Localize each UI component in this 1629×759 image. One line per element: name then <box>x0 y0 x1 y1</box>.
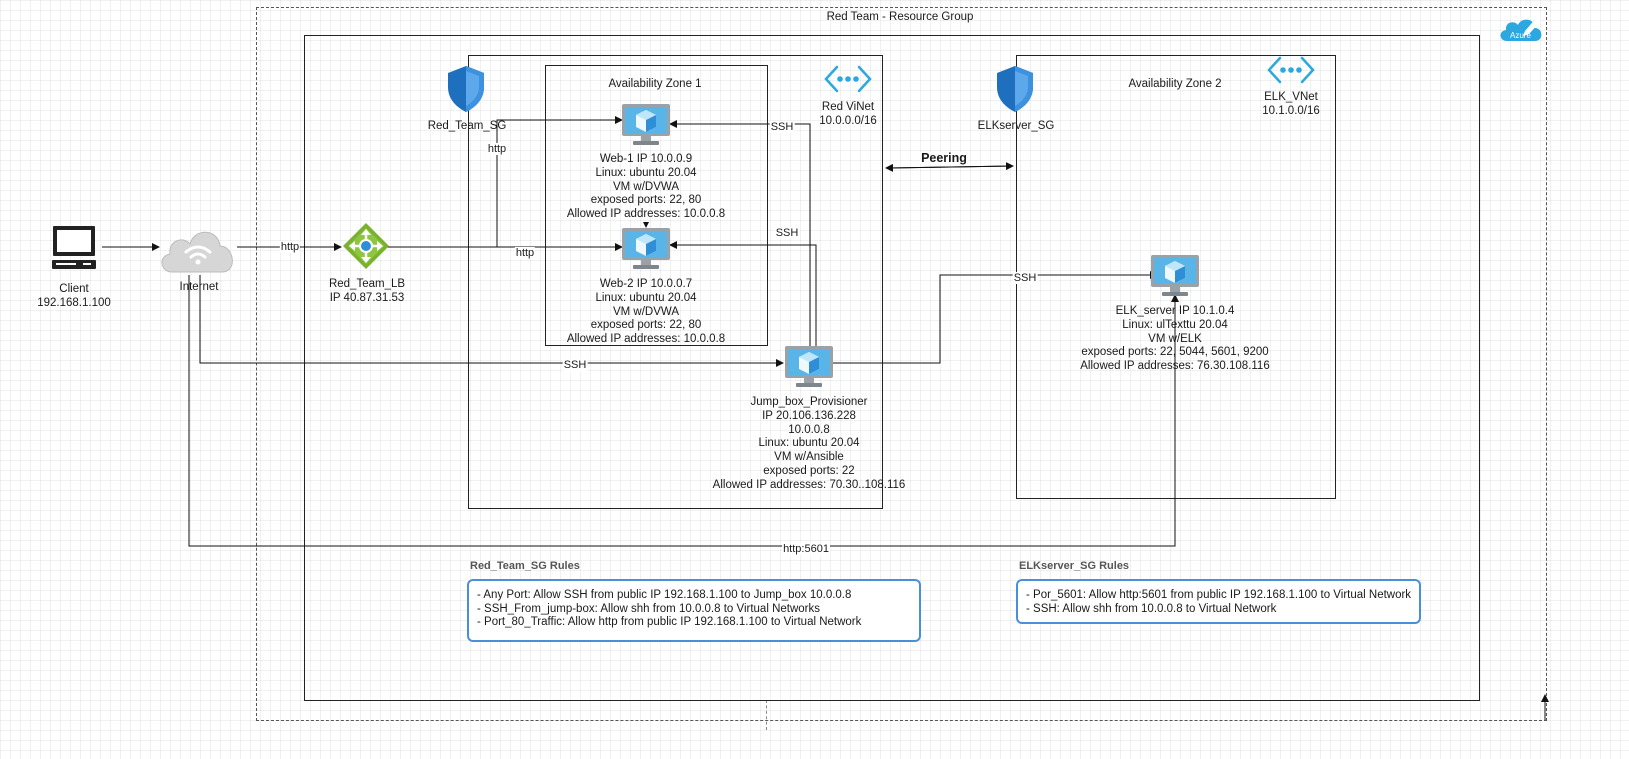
elk-server-label-line: Allowed IP addresses: 76.30.108.116 <box>1080 360 1270 373</box>
web2-label-line: Web-2 IP 10.0.0.7 <box>599 278 693 290</box>
jumpbox-label-line: Linux: ubuntu 20.04 <box>758 437 860 450</box>
load-balancer-ip: IP 40.87.31.53 <box>329 291 405 304</box>
jumpbox-label: Jump_box_Provisioner IP 20.106.136.228 1… <box>713 396 906 493</box>
jumpbox-label-line: exposed ports: 22 <box>763 464 855 477</box>
elk-server-label-line: exposed ports: 22, 5044, 5601, 9200 <box>1081 346 1269 359</box>
elkserver-sg-rules-box: - Por_5601: Allow http:5601 from public … <box>1016 579 1421 624</box>
availability-zone-1-label: Availability Zone 1 <box>608 78 702 90</box>
edge-jump-web1-ssh <box>669 120 811 346</box>
jumpbox-label-line: 10.0.0.8 <box>788 423 830 436</box>
elkserver-sg-label: ELKserver_SG <box>977 120 1055 132</box>
jumpbox-label-line: VM w/Ansible <box>774 451 844 464</box>
web2-label-line: Linux: ubuntu 20.04 <box>595 291 697 304</box>
edge-label-http-web2: http <box>514 247 536 259</box>
elkserver-sg-rule: - Por_5601: Allow http:5601 from public … <box>1026 589 1412 601</box>
resource-group-title: Red Team - Resource Group <box>826 11 974 23</box>
edge-jump-elk-ssh <box>833 271 1158 364</box>
elk-vnet-label: ELK_VNet 10.1.0.0/16 <box>1262 91 1320 119</box>
edge-internet-jump-ssh <box>199 275 784 367</box>
elkserver-sg-shield-icon <box>997 66 1033 112</box>
edge-label-http-client-lb: http <box>279 241 301 253</box>
red-team-sg-rule: - Port_80_Traffic: Allow http from publi… <box>477 616 862 628</box>
web1-label-line: exposed ports: 22, 80 <box>590 194 702 207</box>
web1-label-line: Web-1 IP 10.0.0.9 <box>599 153 693 165</box>
red-team-sg-rule: - Any Port: Allow SSH from public IP 192… <box>477 589 852 601</box>
edge-label-http-sg: http <box>486 143 508 155</box>
client-name: Client <box>59 283 89 295</box>
elk-server-vm-icon <box>1151 255 1199 296</box>
load-balancer-name: Red_Team_LB <box>328 278 406 290</box>
azure-cloud-icon <box>1500 17 1542 41</box>
client-label: Client 192.168.1.100 <box>37 283 111 311</box>
red-team-sg-shield-icon <box>448 66 484 112</box>
availability-zone-2-label: Availability Zone 2 <box>1128 78 1222 90</box>
web2-label-line: VM w/DVWA <box>612 305 680 318</box>
elkserver-sg-rules-title: ELKserver_SG Rules <box>1019 560 1130 572</box>
red-vnet-cidr: 10.0.0.0/16 <box>819 114 877 127</box>
internet-label: Internet <box>179 281 219 293</box>
elkserver-sg-rule: - SSH: Allow shh from 10.0.0.8 to Virtua… <box>1026 602 1277 615</box>
elk-server-label-line: Linux: ulTexttu 20.04 <box>1122 318 1228 331</box>
red-team-sg-rule: - SSH_From_jump-box: Allow shh from 10.0… <box>477 602 821 615</box>
red-team-sg-label: Red_Team_SG <box>427 120 507 132</box>
web1-label-line: Allowed IP addresses: 10.0.0.8 <box>566 208 726 221</box>
web1-label-line: VM w/DVWA <box>612 180 680 193</box>
load-balancer-icon <box>343 223 389 269</box>
red-team-sg-rules-title: Red_Team_SG Rules <box>470 560 580 572</box>
resource-group-divider <box>766 700 767 730</box>
jumpbox-label-line: Allowed IP addresses: 70.30..108.116 <box>712 478 906 491</box>
red-vnet-icon <box>824 65 872 93</box>
web2-label-line: Allowed IP addresses: 10.0.0.8 <box>566 333 726 346</box>
edge-label-ssh-web2: SSH <box>774 227 800 239</box>
jumpbox-label-line: Jump_box_Provisioner <box>750 396 868 408</box>
client-computer-icon <box>52 226 96 269</box>
jumpbox-label-line: IP 20.106.136.228 <box>762 409 856 422</box>
edge-label-ssh-internet-jump: SSH <box>562 359 588 371</box>
subscription-box <box>304 35 1480 701</box>
red-vnet-name: Red ViNet <box>821 101 875 113</box>
web2-vm-icon <box>622 228 670 269</box>
red-team-sg-rules-box: - Any Port: Allow SSH from public IP 192… <box>467 579 921 642</box>
load-balancer-label: Red_Team_LB IP 40.87.31.53 <box>329 278 405 306</box>
elk-server-label-line: VM w/ELK <box>1148 332 1202 345</box>
web1-label-line: Linux: ubuntu 20.04 <box>595 166 697 179</box>
edge-label-ssh-web1: SSH <box>769 121 795 133</box>
red-vnet-label: Red ViNet 10.0.0.0/16 <box>819 101 877 129</box>
web1-label: Web-1 IP 10.0.0.9 Linux: ubuntu 20.04 VM… <box>567 153 725 222</box>
elk-vnet-icon <box>1267 56 1315 84</box>
elk-server-label-line: ELK_server IP 10.1.0.4 <box>1115 305 1235 317</box>
edge-jump-web2-ssh <box>669 241 817 346</box>
elk-vnet-cidr: 10.1.0.0/16 <box>1262 104 1320 117</box>
resource-group-container <box>256 7 1547 721</box>
availability-zone-1-box <box>545 65 768 346</box>
edge-label-ssh-jump-elk: SSH <box>1012 272 1038 284</box>
edge-http-5601 <box>188 275 1179 547</box>
internet-cloud-icon <box>161 231 233 273</box>
web2-label-line: exposed ports: 22, 80 <box>590 319 702 332</box>
edge-label-peering: Peering <box>920 151 968 165</box>
web2-label: Web-2 IP 10.0.0.7 Linux: ubuntu 20.04 VM… <box>567 278 725 347</box>
azure-cloud-label: Azure <box>1510 31 1531 40</box>
elk-server-label: ELK_server IP 10.1.0.4 Linux: ulTexttu 2… <box>1080 305 1269 374</box>
edge-peering-back <box>885 163 1014 172</box>
red-vnet-box <box>468 55 883 509</box>
jumpbox-vm-icon <box>785 346 833 387</box>
edge-label-http-5601: http:5601 <box>782 543 830 555</box>
web1-vm-icon <box>622 104 670 145</box>
client-ip: 192.168.1.100 <box>37 296 111 309</box>
web2-incoming-arrowhead <box>643 222 649 228</box>
elk-vnet-name: ELK_VNet <box>1264 91 1318 103</box>
